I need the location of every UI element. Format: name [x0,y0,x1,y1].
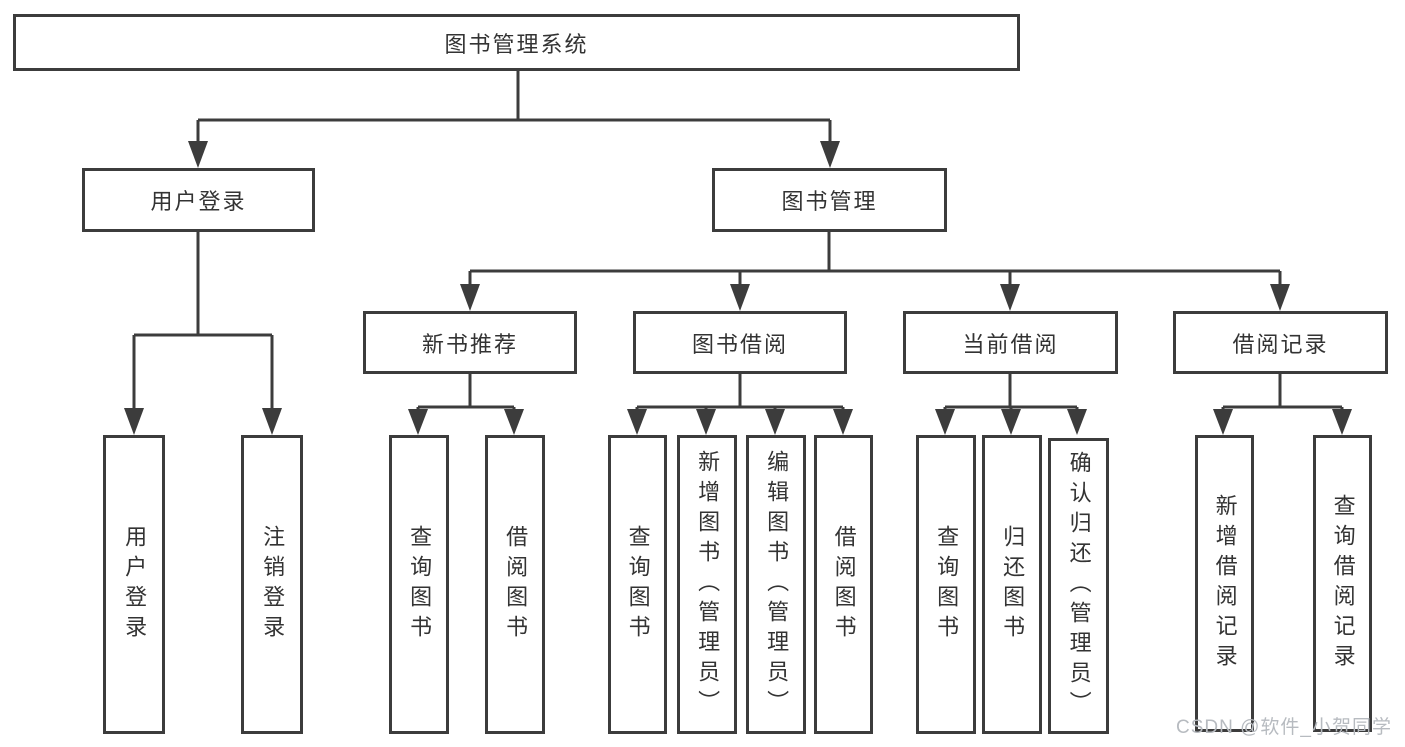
leaf-logout-label: 注销登录 [260,524,286,645]
leaf-current-query-book-label: 查询图书 [934,524,960,645]
node-borrow-record-label: 借阅记录 [1232,331,1329,357]
node-user-login: 用户登录 [82,168,315,232]
leaf-user-login: 用户登录 [103,435,165,734]
arrow-down-icon [1332,409,1352,435]
arrow-down-icon [1270,284,1290,311]
node-current-borrow-label: 当前借阅 [962,331,1059,357]
node-book-management: 图书管理 [712,168,947,232]
leaf-recommend-query-book: 查询图书 [389,435,449,734]
arrow-down-icon [820,141,840,168]
leaf-edit-book-admin-label: 编辑图书（管理员） [764,449,790,720]
arrow-down-icon [765,409,785,435]
arrow-down-icon [460,284,480,311]
arrow-down-icon [262,408,282,435]
arrow-down-icon [408,409,428,435]
connector-borrow-to-leaves [627,374,853,435]
node-new-book-recommend-label: 新书推荐 [421,331,518,357]
leaf-logout: 注销登录 [241,435,303,734]
leaf-confirm-return-admin-label: 确认归还（管理员） [1066,451,1092,721]
node-current-borrow: 当前借阅 [903,311,1118,374]
node-user-login-label: 用户登录 [150,189,247,214]
leaf-borrow-book-label: 借阅图书 [831,524,857,645]
leaf-recommend-borrow-book: 借阅图书 [485,435,545,734]
leaf-return-book-label: 归还图书 [1000,524,1026,645]
leaf-query-borrow-record-label: 查询借阅记录 [1330,493,1356,674]
arrow-down-icon [504,409,524,435]
node-new-book-recommend: 新书推荐 [363,311,577,374]
csdn-watermark: CSDN @软件_小贺同学 [1176,717,1392,738]
leaf-borrow-query-book-label: 查询图书 [625,524,651,645]
arrow-down-icon [1213,409,1233,435]
arrow-down-icon [124,408,144,435]
node-book-management-label: 图书管理 [781,189,878,214]
arrow-down-icon [188,141,208,168]
arrow-down-icon [696,409,716,435]
connector-current-to-leaves [935,374,1087,435]
arrow-down-icon [1067,409,1087,435]
leaf-user-login-label: 用户登录 [122,524,148,645]
node-book-borrow-label: 图书借阅 [691,331,788,357]
leaf-add-book-admin-label: 新增图书（管理员） [695,449,721,720]
node-book-borrow: 图书借阅 [633,311,847,374]
leaf-query-borrow-record: 查询借阅记录 [1313,435,1372,732]
connector-mgmt-to-level3 [460,232,1290,311]
node-borrow-record: 借阅记录 [1173,311,1388,374]
arrow-down-icon [833,409,853,435]
leaf-recommend-borrow-book-label: 借阅图书 [503,524,529,645]
connector-login-to-leaves [124,232,282,435]
node-root: 图书管理系统 [13,14,1020,71]
connector-recommend-to-leaves [408,374,524,435]
arrow-down-icon [1001,409,1021,435]
arrow-down-icon [730,284,750,311]
leaf-recommend-query-book-label: 查询图书 [407,524,433,645]
leaf-add-borrow-record-label: 新增借阅记录 [1212,493,1238,674]
arrow-down-icon [935,409,955,435]
leaf-edit-book-admin: 编辑图书（管理员） [746,435,806,734]
leaf-add-book-admin: 新增图书（管理员） [677,435,737,734]
connector-root-to-level2 [188,71,840,168]
leaf-add-borrow-record: 新增借阅记录 [1195,435,1254,732]
node-root-label: 图书管理系统 [444,31,589,57]
leaf-borrow-book: 借阅图书 [814,435,873,734]
connector-record-to-leaves [1213,374,1352,435]
leaf-borrow-query-book: 查询图书 [608,435,667,734]
arrow-down-icon [1000,284,1020,311]
leaf-current-query-book: 查询图书 [916,435,976,734]
leaf-confirm-return-admin: 确认归还（管理员） [1048,438,1109,734]
leaf-return-book: 归还图书 [982,435,1042,734]
arrow-down-icon [627,409,647,435]
